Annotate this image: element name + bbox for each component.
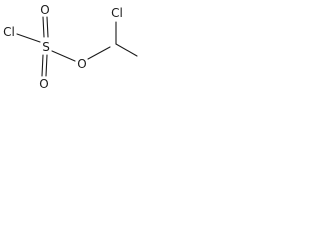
atom-cl-right: Cl: [111, 6, 123, 20]
bond-group: [16, 16, 138, 77]
bond-s-o-bottom-b: [45, 54, 48, 77]
bond-c-ch3: [115, 43, 138, 57]
bond-s-o-bottom-a: [41, 54, 44, 77]
atom-o-ester: O: [77, 57, 86, 71]
chemical-structure-diagram: Cl S O O O Cl: [3, 3, 138, 91]
bond-o-c: [87, 46, 111, 60]
atom-cl-left: Cl: [3, 25, 15, 39]
atom-o-bottom: O: [39, 77, 48, 91]
bond-s-o-top-a: [42, 16, 45, 38]
bond-cl-s: [16, 33, 41, 43]
atom-o-top: O: [40, 3, 49, 17]
bond-s-o-ester: [51, 50, 76, 62]
atom-labels: Cl S O O O Cl: [3, 3, 123, 91]
atom-s: S: [42, 40, 50, 54]
bond-s-o-top-b: [46, 16, 49, 38]
